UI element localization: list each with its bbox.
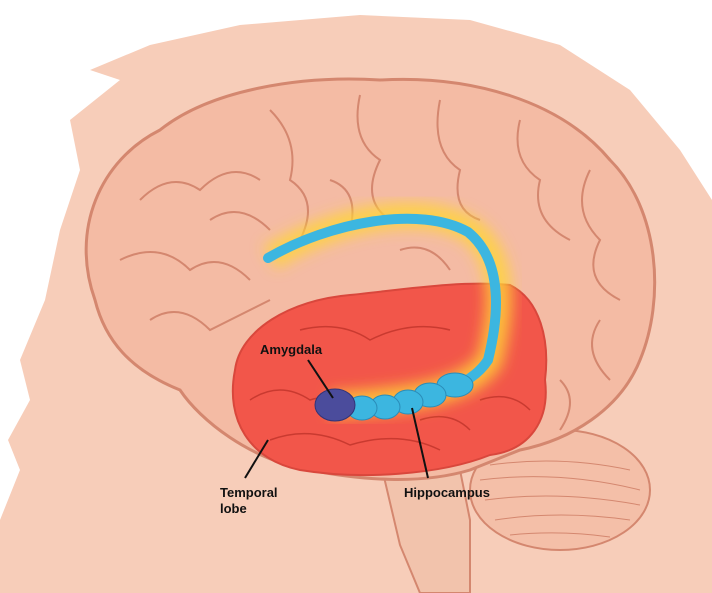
- hippocampus-label: Hippocampus: [404, 485, 490, 500]
- amygdala-label: Amygdala: [260, 342, 323, 357]
- cerebellum-folds: [479, 460, 641, 538]
- temporal-lobe-label: Temporal lobe: [220, 485, 278, 516]
- leader-lines: [244, 359, 429, 479]
- amygdala: [314, 388, 356, 422]
